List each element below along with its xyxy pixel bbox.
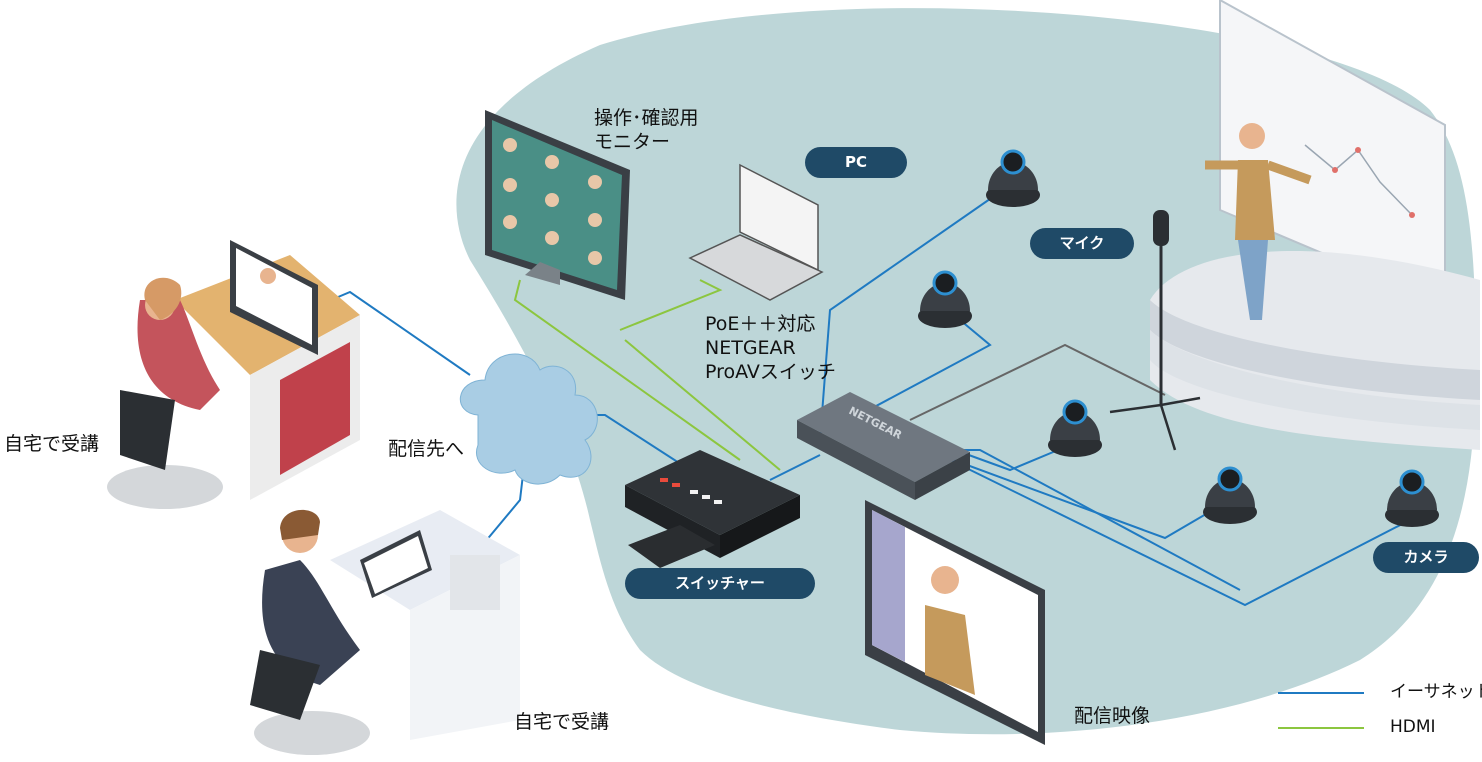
camera-icon-4 <box>1203 466 1257 524</box>
switch-desc-line1: PoE＋＋対応 <box>705 313 816 335</box>
monitor-label-line1: 操作･確認用 <box>594 107 699 129</box>
monitor-label-line2: モニター <box>594 131 671 153</box>
netgear-switch-icon: NETGEAR <box>797 392 970 500</box>
video-switcher-icon <box>625 450 800 568</box>
home-label-1: 自宅で受講 <box>4 433 100 455</box>
presenter-figure <box>1205 123 1312 320</box>
switch-desc-line2: NETGEAR <box>705 337 796 359</box>
cloud-icon <box>460 353 598 485</box>
home-student-1 <box>107 240 360 509</box>
switch-description: PoE＋＋対応 NETGEAR ProAVスイッチ <box>705 312 836 384</box>
presentation-stage <box>1150 0 1480 450</box>
legend-ethernet-line <box>1278 692 1364 694</box>
legend-ethernet-label: イーサネット <box>1390 682 1482 702</box>
switch-desc-line3: ProAVスイッチ <box>705 361 836 383</box>
switcher-pill: スイッチャー <box>625 568 815 599</box>
camera-pill: カメラ <box>1373 542 1479 573</box>
hdmi-lines <box>513 279 781 471</box>
mic-cable <box>909 343 1166 421</box>
stream-video-screen <box>865 500 1045 745</box>
monitor-label: 操作･確認用 モニター <box>594 106 699 154</box>
operation-monitor-icon <box>485 110 630 300</box>
microphone-icon <box>1109 210 1201 451</box>
camera-icon-1 <box>986 149 1040 207</box>
legend-hdmi-line <box>1278 727 1364 729</box>
stream-label: 配信映像 <box>1074 705 1151 727</box>
camera-icons <box>918 149 1439 527</box>
home-label-2: 自宅で受講 <box>514 711 610 733</box>
camera-icon-5 <box>1385 469 1439 527</box>
camera-icon-3 <box>1048 399 1102 457</box>
pc-laptop-icon <box>688 163 824 301</box>
camera-icon-2 <box>918 270 972 328</box>
cloud-label: 配信先へ <box>388 438 465 460</box>
legend-hdmi-label: HDMI <box>1390 717 1436 737</box>
home-student-2 <box>250 509 520 755</box>
mic-pill: マイク <box>1030 228 1134 259</box>
pc-pill: PC <box>805 147 907 178</box>
